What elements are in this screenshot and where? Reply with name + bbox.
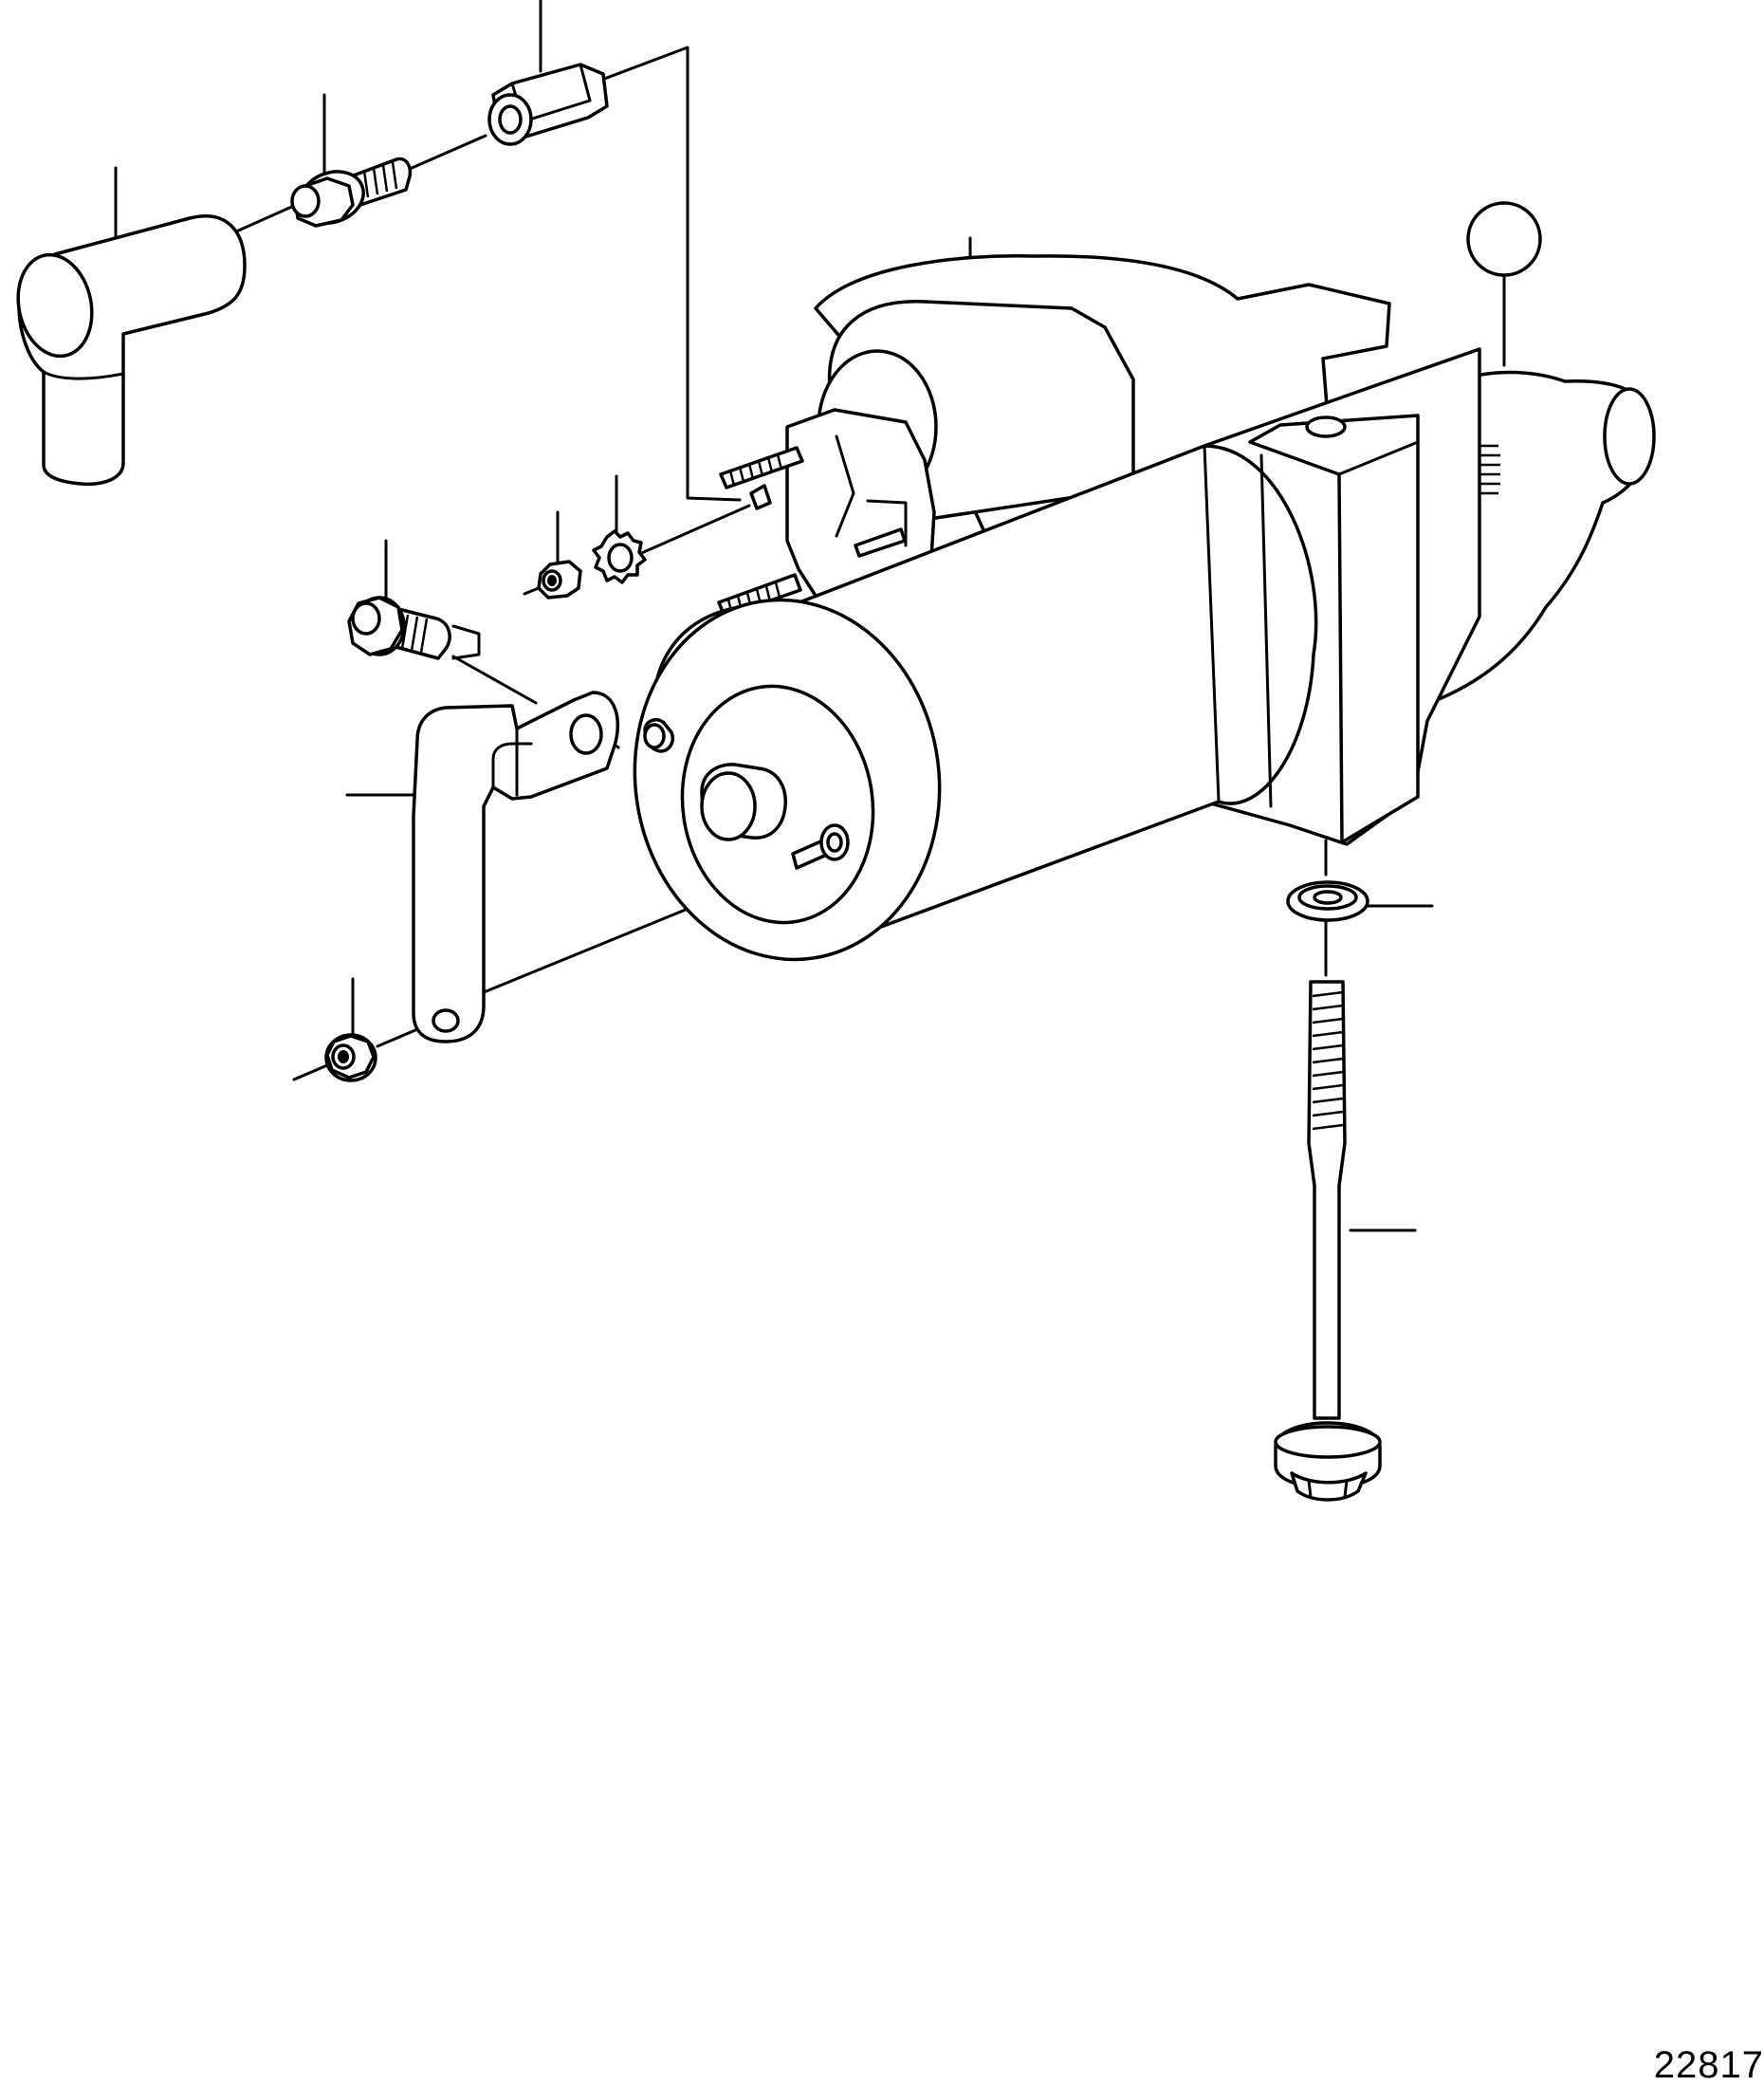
terminal-nut-icon	[539, 562, 580, 598]
lock-washer-icon	[594, 531, 645, 582]
bracket-nut-icon	[326, 1035, 376, 1080]
hex-spacer-nut-icon	[489, 65, 607, 144]
figure-number: 22817	[1653, 2044, 1764, 2086]
starter-motor-icon	[612, 349, 1654, 979]
support-bracket-icon	[413, 692, 617, 1042]
flange-screw-icon	[292, 158, 410, 231]
solenoid-icon	[719, 256, 1389, 617]
reference-circle-icon	[1468, 203, 1540, 275]
bracket-screw-icon	[349, 598, 479, 658]
long-mounting-bolt-icon	[1276, 982, 1380, 1500]
flat-washer-icon	[1288, 882, 1368, 920]
cable-terminal-boot-icon	[9, 216, 245, 485]
